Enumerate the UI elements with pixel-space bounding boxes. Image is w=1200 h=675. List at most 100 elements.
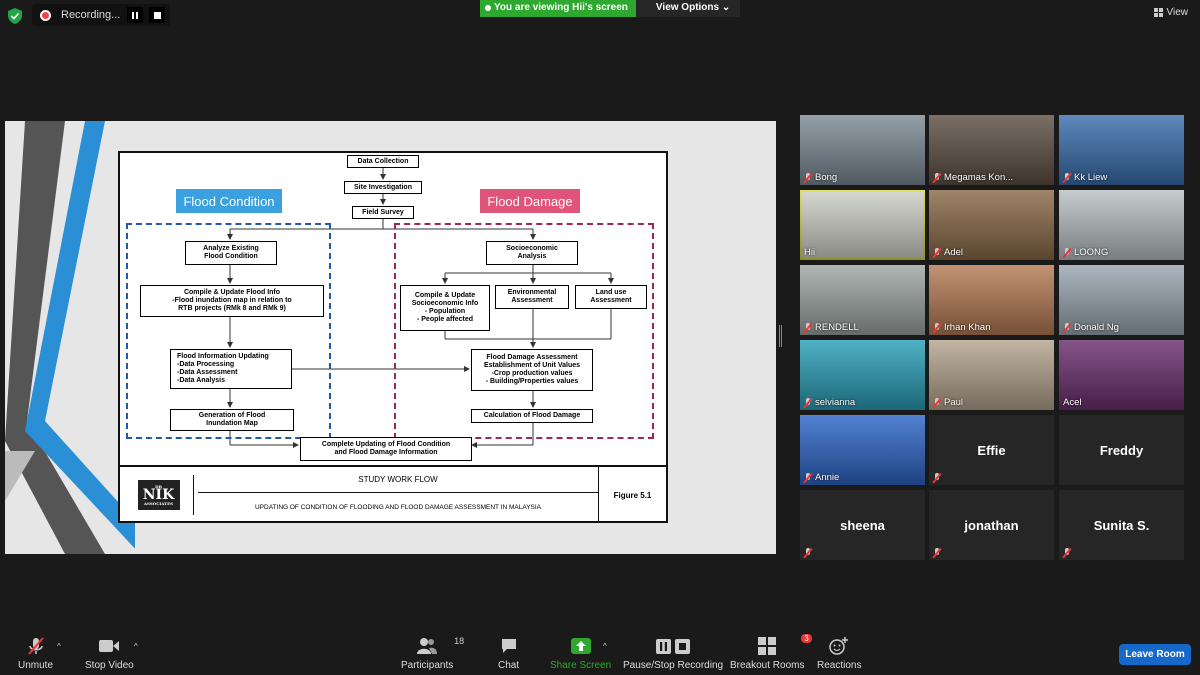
participant-video bbox=[800, 340, 925, 410]
participant-tile[interactable]: Paul bbox=[929, 340, 1054, 410]
stop-video-button[interactable]: Stop Video bbox=[85, 636, 134, 671]
participant-name: Adel bbox=[933, 247, 963, 258]
participant-name-text: LOONG bbox=[1074, 247, 1109, 258]
dr-nik-logo: DR NIK ASSOCIATES bbox=[124, 475, 194, 515]
stop-video-label: Stop Video bbox=[85, 660, 134, 671]
participant-tile[interactable]: Megamas Kon... bbox=[929, 115, 1054, 185]
video-options-chevron-icon[interactable]: ^ bbox=[134, 642, 138, 651]
participant-name-text: Megamas Kon... bbox=[944, 172, 1014, 183]
participant-tile[interactable]: Adel bbox=[929, 190, 1054, 260]
muted-indicator bbox=[933, 548, 941, 558]
participant-tile[interactable]: jonathan bbox=[929, 490, 1054, 560]
participant-tile[interactable]: Hii bbox=[800, 190, 925, 260]
participant-tile[interactable]: sheena bbox=[800, 490, 925, 560]
participant-tile[interactable]: Freddy bbox=[1059, 415, 1184, 485]
participant-name: Kk Liew bbox=[1063, 172, 1107, 183]
breakout-rooms-button[interactable]: 3 Breakout Rooms bbox=[730, 634, 812, 671]
participants-button[interactable]: 18 Participants bbox=[401, 636, 464, 671]
unmute-button[interactable]: Unmute bbox=[18, 636, 53, 671]
stop-icon bbox=[153, 11, 161, 19]
participant-video bbox=[929, 340, 1054, 410]
microphone-muted-icon bbox=[27, 637, 44, 655]
participant-name: Megamas Kon... bbox=[933, 172, 1013, 183]
participant-name: Paul bbox=[933, 397, 963, 408]
participant-tile[interactable]: Effie bbox=[929, 415, 1054, 485]
microphone-muted-icon bbox=[1063, 172, 1071, 183]
pause-icon bbox=[132, 11, 138, 19]
stop-icon bbox=[675, 638, 691, 654]
unmute-label: Unmute bbox=[18, 660, 54, 671]
security-shield-icon[interactable] bbox=[8, 8, 22, 24]
flood-condition-tag: Flood Condition bbox=[176, 189, 282, 213]
participant-name: Donald Ng bbox=[1063, 322, 1119, 333]
participant-video bbox=[929, 115, 1054, 185]
muted-indicator bbox=[1063, 548, 1071, 558]
participant-name-text: Donald Ng bbox=[1074, 322, 1119, 333]
panel-splitter-handle[interactable] bbox=[779, 325, 783, 347]
view-layout-button[interactable]: View bbox=[1153, 7, 1188, 18]
participants-count: 18 bbox=[454, 636, 465, 646]
recording-label: Recording... bbox=[61, 9, 121, 21]
participant-tile[interactable]: Bong bbox=[800, 115, 925, 185]
participant-name-text: Irhan Khan bbox=[944, 322, 991, 333]
participant-tile[interactable]: RENDELL bbox=[800, 265, 925, 335]
microphone-muted-icon bbox=[933, 473, 941, 483]
leave-room-button[interactable]: Leave Room bbox=[1119, 644, 1191, 665]
microphone-muted-icon bbox=[1063, 247, 1071, 258]
share-screen-button[interactable]: Share Screen bbox=[550, 636, 611, 671]
study-subtitle: UPDATING OF CONDITION OF FLOODING AND FL… bbox=[254, 503, 542, 511]
field-survey-box: Field Survey bbox=[352, 206, 414, 219]
chat-button[interactable]: Chat bbox=[498, 636, 519, 671]
view-options-button[interactable]: View Options ⌄ bbox=[635, 0, 741, 17]
participant-video bbox=[800, 265, 925, 335]
site-investigation-box: Site Investigation bbox=[344, 181, 422, 194]
participant-video bbox=[929, 265, 1054, 335]
participant-name: Irhan Khan bbox=[933, 322, 990, 333]
workflow-diagram: Flood Condition Flood Damage Data Collec… bbox=[118, 151, 668, 523]
view-options-label: View Options bbox=[655, 2, 720, 13]
participant-tile[interactable]: Annie bbox=[800, 415, 925, 485]
recording-dot-icon bbox=[40, 9, 51, 21]
participant-name-text: selvianna bbox=[815, 397, 856, 408]
audio-options-chevron-icon[interactable]: ^ bbox=[57, 642, 61, 651]
data-collection-box: Data Collection bbox=[347, 155, 419, 168]
share-screen-label: Share Screen bbox=[550, 660, 612, 671]
participant-name-text: Hii bbox=[804, 247, 816, 258]
participant-name: Acel bbox=[1063, 397, 1081, 408]
participant-tile[interactable]: Sunita S. bbox=[1059, 490, 1184, 560]
participant-tile[interactable]: Irhan Khan bbox=[929, 265, 1054, 335]
participants-label: Participants bbox=[401, 660, 454, 671]
participant-video bbox=[929, 190, 1054, 260]
participant-tile[interactable]: Kk Liew bbox=[1059, 115, 1184, 185]
study-work-flow-title: STUDY WORK FLOW bbox=[198, 467, 598, 493]
slide-decoration-stripes bbox=[5, 121, 135, 554]
pause-stop-recording-button[interactable]: Pause/Stop Recording bbox=[623, 636, 723, 671]
participant-tile[interactable]: Acel bbox=[1059, 340, 1184, 410]
microphone-muted-icon bbox=[933, 172, 941, 183]
microphone-muted-icon bbox=[1063, 548, 1071, 558]
microphone-muted-icon bbox=[804, 172, 812, 183]
participants-icon bbox=[417, 638, 438, 654]
calculation-flood-damage-box: Calculation of Flood Damage bbox=[471, 409, 593, 423]
participant-name-large: Freddy bbox=[1099, 442, 1144, 458]
share-options-chevron-icon[interactable]: ^ bbox=[603, 642, 607, 651]
share-screen-arrow-icon bbox=[570, 638, 591, 654]
participant-tile[interactable]: LOONG bbox=[1059, 190, 1184, 260]
reactions-label: Reactions bbox=[817, 660, 862, 671]
participant-name-text: Paul bbox=[944, 397, 964, 408]
participant-tile[interactable]: Donald Ng bbox=[1059, 265, 1184, 335]
reactions-button[interactable]: Reactions bbox=[817, 636, 861, 671]
stop-recording-button[interactable] bbox=[149, 7, 165, 23]
participant-tile[interactable]: selvianna bbox=[800, 340, 925, 410]
microphone-muted-icon bbox=[804, 322, 812, 333]
pause-recording-button[interactable] bbox=[127, 7, 143, 23]
